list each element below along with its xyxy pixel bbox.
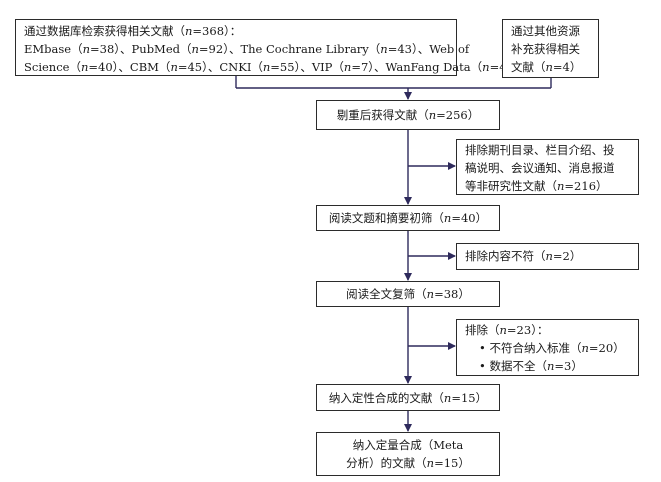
db-line-2: EMbase（n=38）、PubMed（n=92）、The Cochrane L… bbox=[24, 42, 470, 56]
other-sources-box: 通过其他资源 补充获得相关 文献（n=4） bbox=[502, 19, 599, 78]
db-line-1: 通过数据库检索获得相关文献（n=368）： bbox=[24, 24, 242, 38]
exclude2-text: 排除内容不符（n=2） bbox=[465, 249, 582, 263]
meta-analysis-box: 纳入定量合成（Meta 分析）的文献（n=15） bbox=[316, 432, 500, 476]
exclude1-line-3: 等非研究性文献（n=216） bbox=[465, 179, 608, 193]
meta-line-2: 分析）的文献（n=15） bbox=[346, 456, 470, 470]
exclude-irrelevant-box: 排除内容不符（n=2） bbox=[456, 243, 639, 270]
exclude3-item-2: • 数据不全（n=3） bbox=[479, 359, 583, 373]
exclude3-title: 排除（n=23）： bbox=[465, 323, 549, 337]
screen-text: 阅读文题和摘要初筛（n=40） bbox=[328, 211, 488, 225]
exclude1-line-2: 稿说明、会议通知、消息报道 bbox=[465, 161, 615, 175]
exclude-nonresearch-box: 排除期刊目录、栏目介绍、投 稿说明、会议通知、消息报道 等非研究性文献（n=21… bbox=[456, 139, 639, 195]
exclude3-item-1: • 不符合纳入标准（n=20） bbox=[479, 341, 625, 355]
dedup-box: 剔重后获得文献（n=256） bbox=[316, 100, 500, 130]
dedup-text: 剔重后获得文献（n=256） bbox=[336, 108, 480, 122]
db-line-3: Science（n=40）、CBM（n=45）、CNKI（n=55）、VIP（n… bbox=[24, 60, 525, 74]
exclude1-line-1: 排除期刊目录、栏目介绍、投 bbox=[465, 143, 615, 157]
other-line-1: 通过其他资源 bbox=[511, 24, 580, 38]
title-abstract-screen-box: 阅读文题和摘要初筛（n=40） bbox=[316, 205, 500, 231]
qualitative-synthesis-box: 纳入定性合成的文献（n=15） bbox=[316, 384, 500, 411]
database-search-box: 通过数据库检索获得相关文献（n=368）： EMbase（n=38）、PubMe… bbox=[15, 19, 525, 76]
meta-line-1: 纳入定量合成（Meta bbox=[352, 438, 464, 452]
fulltext-screen-box: 阅读全文复筛（n=38） bbox=[316, 281, 500, 307]
other-line-2: 补充获得相关 bbox=[511, 42, 580, 56]
fulltext-text: 阅读全文复筛（n=38） bbox=[346, 287, 470, 301]
other-line-3: 文献（n=4） bbox=[511, 60, 582, 74]
exclude-fulltext-box: 排除（n=23）： • 不符合纳入标准（n=20） • 数据不全（n=3） bbox=[456, 319, 639, 376]
qualitative-text: 纳入定性合成的文献（n=15） bbox=[328, 390, 488, 405]
